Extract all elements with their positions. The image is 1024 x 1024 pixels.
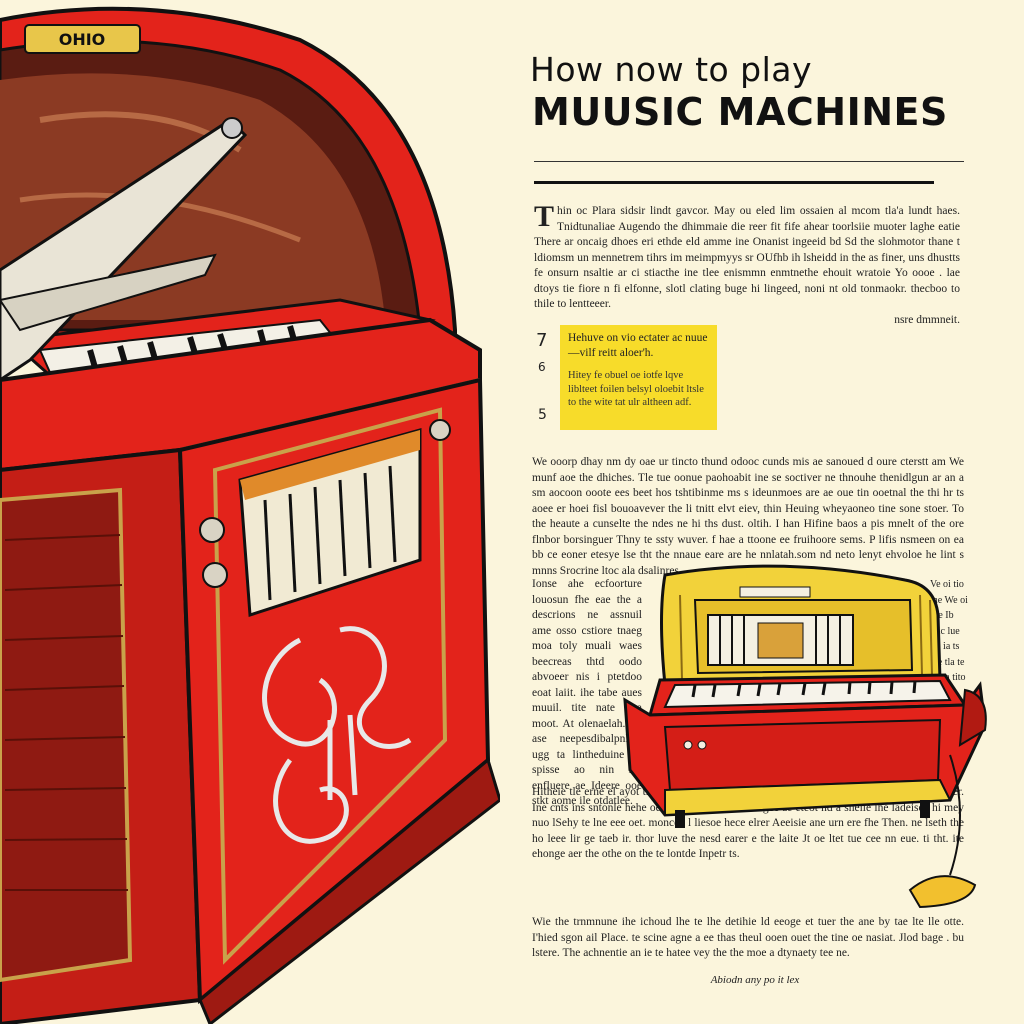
intro-aside: nsre dmmneit. (894, 313, 960, 326)
header-rule-thin (534, 161, 964, 162)
yellow-callout-box: Hehuve on vio ectater ac nuue —vilf reit… (560, 325, 717, 430)
list-number: 7 (536, 330, 548, 351)
jukebox-selector-window (238, 428, 422, 618)
intro-text: hin oc Plara sidsir lindt gavcor. May ou… (534, 205, 960, 310)
body-column-left: Ionse ahe ecfoorture louosun fhe eae the… (532, 578, 642, 807)
jukebox-badge: OHIO (59, 30, 106, 49)
jukebox-illustration: OHIO (0, 6, 500, 1024)
list-number: 5 (538, 407, 547, 423)
small-organ-illustration (623, 564, 987, 909)
list-number: 6 (538, 360, 546, 374)
image-caption: Abiodn any po it lex (710, 974, 800, 986)
body-paragraph-main: We ooorp dhay nm dy oae ur tincto thund … (532, 456, 964, 577)
callout-title: Hehuve on vio ectater ac nuue —vilf reit… (568, 332, 708, 359)
intro-paragraph: T hin oc Plara sidsir lindt gavcor. May … (534, 200, 960, 328)
article-kicker: How now to play (530, 50, 813, 89)
article-headline: MUUSIC MACHINES (532, 90, 948, 134)
header-rule-thick (534, 181, 934, 184)
jukebox-ornament (262, 626, 412, 844)
callout-description: Hitey fe obuel oe iotfe lqve liblteet fo… (568, 370, 704, 408)
body-paragraph-final: Wie the trnmnune ihe ichoud lhe te lhe d… (532, 916, 964, 959)
drop-cap: T (534, 200, 555, 233)
